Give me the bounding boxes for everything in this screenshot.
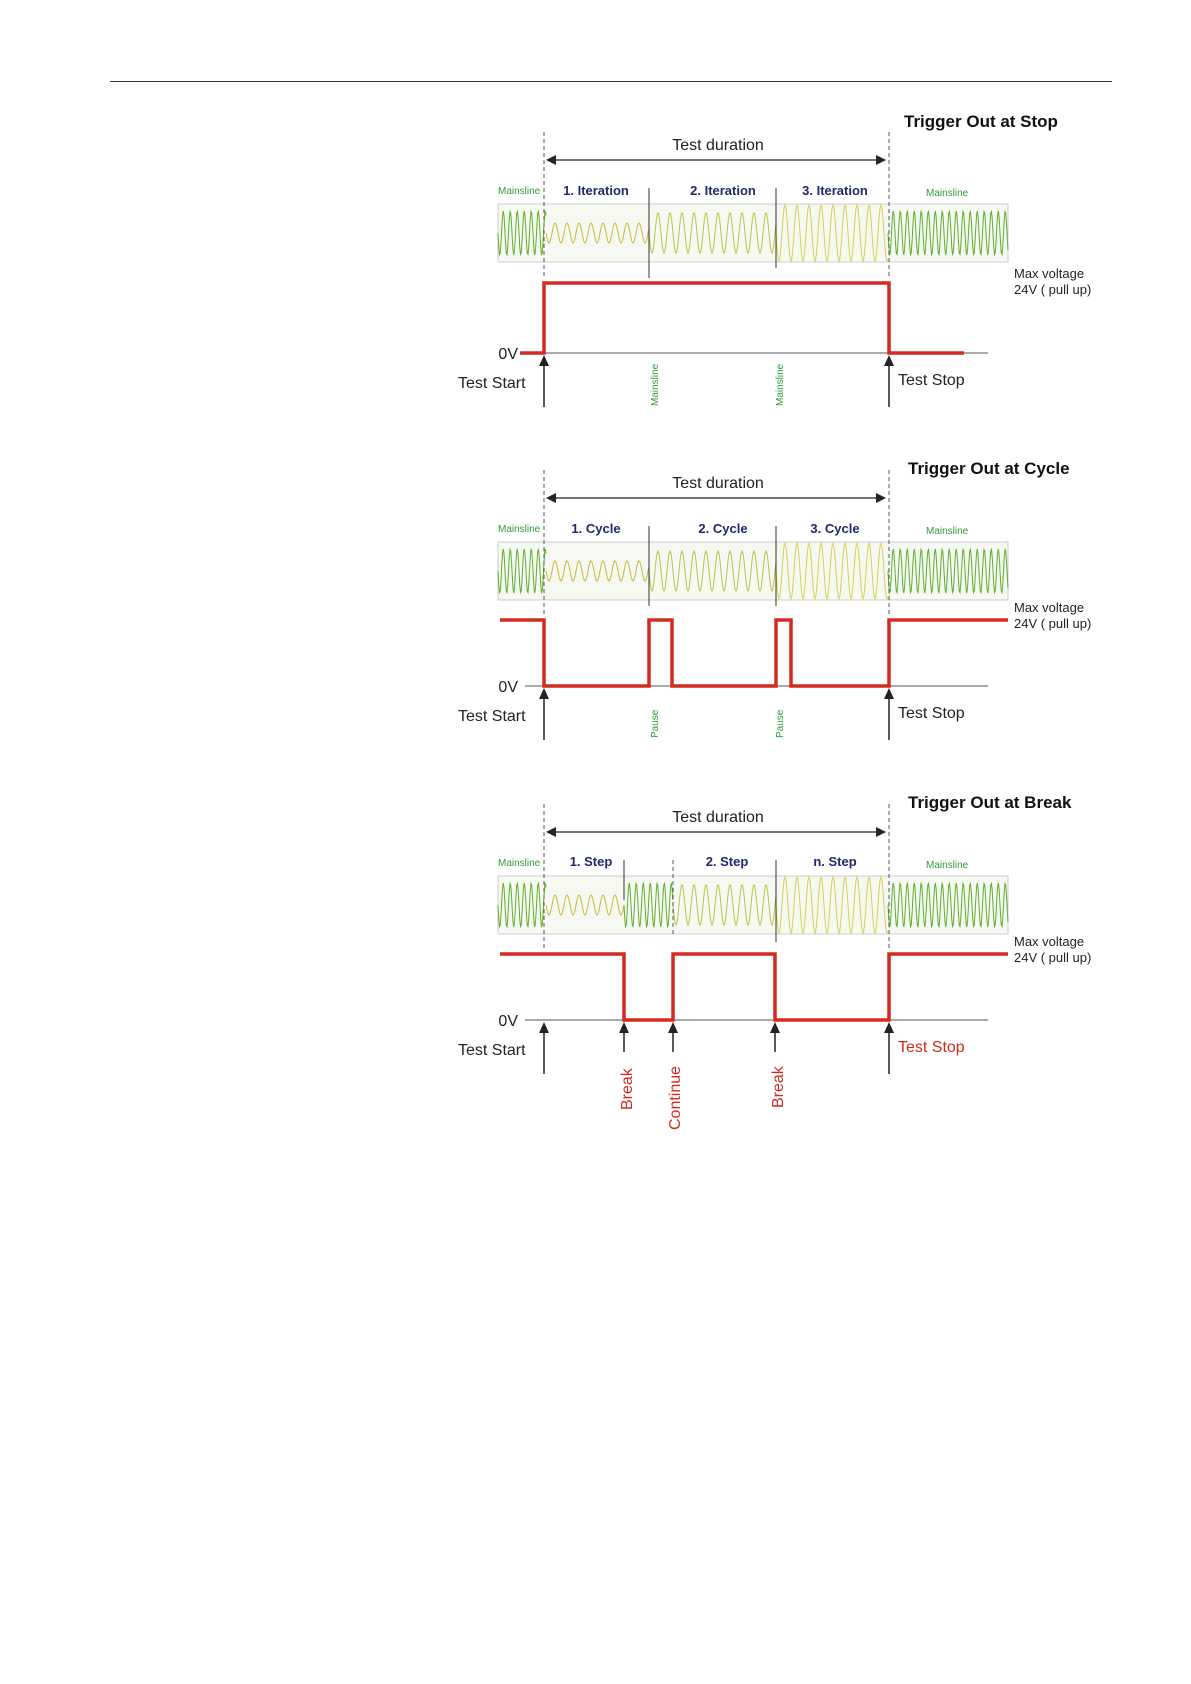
test-stop-label: Test Stop bbox=[898, 372, 965, 389]
test-stop-arrowhead bbox=[884, 688, 894, 699]
mainsline-wave-right bbox=[887, 547, 1009, 595]
diagram-trigger-cycle: Test duration Trigger Out at Cycle Mains… bbox=[440, 446, 1140, 746]
cycle-1-wave bbox=[545, 560, 650, 582]
test-stop-arrowhead bbox=[884, 355, 894, 366]
duration-arrowhead-right bbox=[876, 493, 886, 503]
marker-break-2: Break bbox=[770, 1065, 787, 1108]
iteration-3-wave bbox=[775, 203, 889, 263]
mainsline-wave-left bbox=[497, 547, 547, 595]
segment-label-3: 3. Cycle bbox=[810, 521, 859, 536]
waveform-band bbox=[497, 526, 1009, 606]
duration-arrowhead-right bbox=[876, 827, 886, 837]
mainsline-wave-right bbox=[887, 881, 1009, 929]
continue-arrowhead bbox=[668, 1022, 678, 1033]
test-stop-arrowhead bbox=[884, 1022, 894, 1033]
test-start-arrowhead bbox=[539, 355, 549, 366]
segment-label-2: 2. Step bbox=[706, 854, 749, 869]
break-arrowhead-1 bbox=[619, 1022, 629, 1033]
duration-label: Test duration bbox=[672, 137, 764, 154]
mainsline-label-right: Mainsline bbox=[926, 860, 969, 871]
segment-label-2: 2. Cycle bbox=[698, 521, 747, 536]
test-start-arrowhead bbox=[539, 1022, 549, 1033]
break-arrowhead-2 bbox=[770, 1022, 780, 1033]
duration-label: Test duration bbox=[672, 809, 764, 826]
waveform-band bbox=[497, 188, 1009, 278]
diagram-trigger-break-svg: Test duration Trigger Out at Break Mains… bbox=[458, 793, 1091, 1130]
marker-continue: Continue bbox=[667, 1066, 684, 1130]
max-voltage-label: Max voltage bbox=[1014, 600, 1084, 615]
mainsline-wave-left bbox=[497, 209, 547, 257]
page-header-rule bbox=[110, 81, 1112, 82]
pull-up-label: 24V ( pull up) bbox=[1014, 950, 1091, 965]
mainsline-wave-right bbox=[887, 209, 1009, 257]
diagram-trigger-break: Test duration Trigger Out at Break Mains… bbox=[440, 780, 1140, 1130]
break-gap-wave bbox=[623, 881, 674, 929]
trigger-signal bbox=[500, 952, 1008, 1022]
iteration-2-wave bbox=[648, 211, 777, 255]
test-stop-label: Test Stop bbox=[898, 1039, 965, 1056]
cycle-2-wave bbox=[648, 549, 777, 593]
step-n-wave bbox=[775, 875, 889, 935]
duration-arrowhead-left bbox=[546, 493, 556, 503]
zero-volt-label: 0V bbox=[498, 1013, 518, 1030]
iteration-1-wave bbox=[545, 222, 650, 244]
marker-pause-1: Pause bbox=[650, 709, 661, 738]
segment-label-3: 3. Iteration bbox=[802, 183, 868, 198]
step-2-wave bbox=[672, 883, 777, 927]
diagram-title: Trigger Out at Stop bbox=[904, 112, 1058, 131]
diagram-trigger-stop: Test duration Trigger Out at Stop Mainsl… bbox=[440, 108, 1140, 408]
mainsline-wave-left bbox=[497, 881, 547, 929]
mainsline-label-right: Mainsline bbox=[926, 526, 969, 537]
segment-label-1: 1. Cycle bbox=[571, 521, 620, 536]
test-start-label: Test Start bbox=[458, 1042, 526, 1059]
mainsline-label-left: Mainsline bbox=[498, 186, 541, 197]
marker-pause-2: Pause bbox=[775, 709, 786, 738]
mainsline-label-left: Mainsline bbox=[498, 524, 541, 535]
duration-arrowhead-left bbox=[546, 827, 556, 837]
test-start-label: Test Start bbox=[458, 708, 526, 725]
diagram-title: Trigger Out at Break bbox=[908, 793, 1072, 812]
marker-mainsline-1: Mainsline bbox=[650, 363, 661, 406]
pull-up-label: 24V ( pull up) bbox=[1014, 282, 1091, 297]
waveform-band bbox=[497, 860, 1009, 942]
segment-label-3: n. Step bbox=[813, 854, 856, 869]
duration-label: Test duration bbox=[672, 475, 764, 492]
cycle-3-wave bbox=[775, 541, 889, 601]
duration-arrowhead-left bbox=[546, 155, 556, 165]
trigger-signal bbox=[520, 281, 964, 355]
segment-label-2: 2. Iteration bbox=[690, 183, 756, 198]
marker-break-1: Break bbox=[619, 1067, 636, 1110]
duration-arrowhead-right bbox=[876, 155, 886, 165]
segment-label-1: 1. Iteration bbox=[563, 183, 629, 198]
diagram-trigger-stop-svg: Test duration Trigger Out at Stop Mainsl… bbox=[458, 112, 1091, 407]
zero-volt-label: 0V bbox=[498, 679, 518, 696]
mainsline-label-right: Mainsline bbox=[926, 188, 969, 199]
max-voltage-label: Max voltage bbox=[1014, 934, 1084, 949]
diagram-title: Trigger Out at Cycle bbox=[908, 459, 1070, 478]
test-start-arrowhead bbox=[539, 688, 549, 699]
mainsline-label-left: Mainsline bbox=[498, 858, 541, 869]
max-voltage-label: Max voltage bbox=[1014, 266, 1084, 281]
pull-up-label: 24V ( pull up) bbox=[1014, 616, 1091, 631]
trigger-signal bbox=[500, 618, 1008, 688]
zero-volt-label: 0V bbox=[498, 346, 518, 363]
segment-label-1: 1. Step bbox=[570, 854, 613, 869]
test-start-label: Test Start bbox=[458, 375, 526, 392]
diagram-trigger-cycle-svg: Test duration Trigger Out at Cycle Mains… bbox=[458, 459, 1091, 740]
step-1-wave bbox=[545, 894, 625, 916]
marker-mainsline-2: Mainsline bbox=[775, 363, 786, 406]
test-stop-label: Test Stop bbox=[898, 705, 965, 722]
